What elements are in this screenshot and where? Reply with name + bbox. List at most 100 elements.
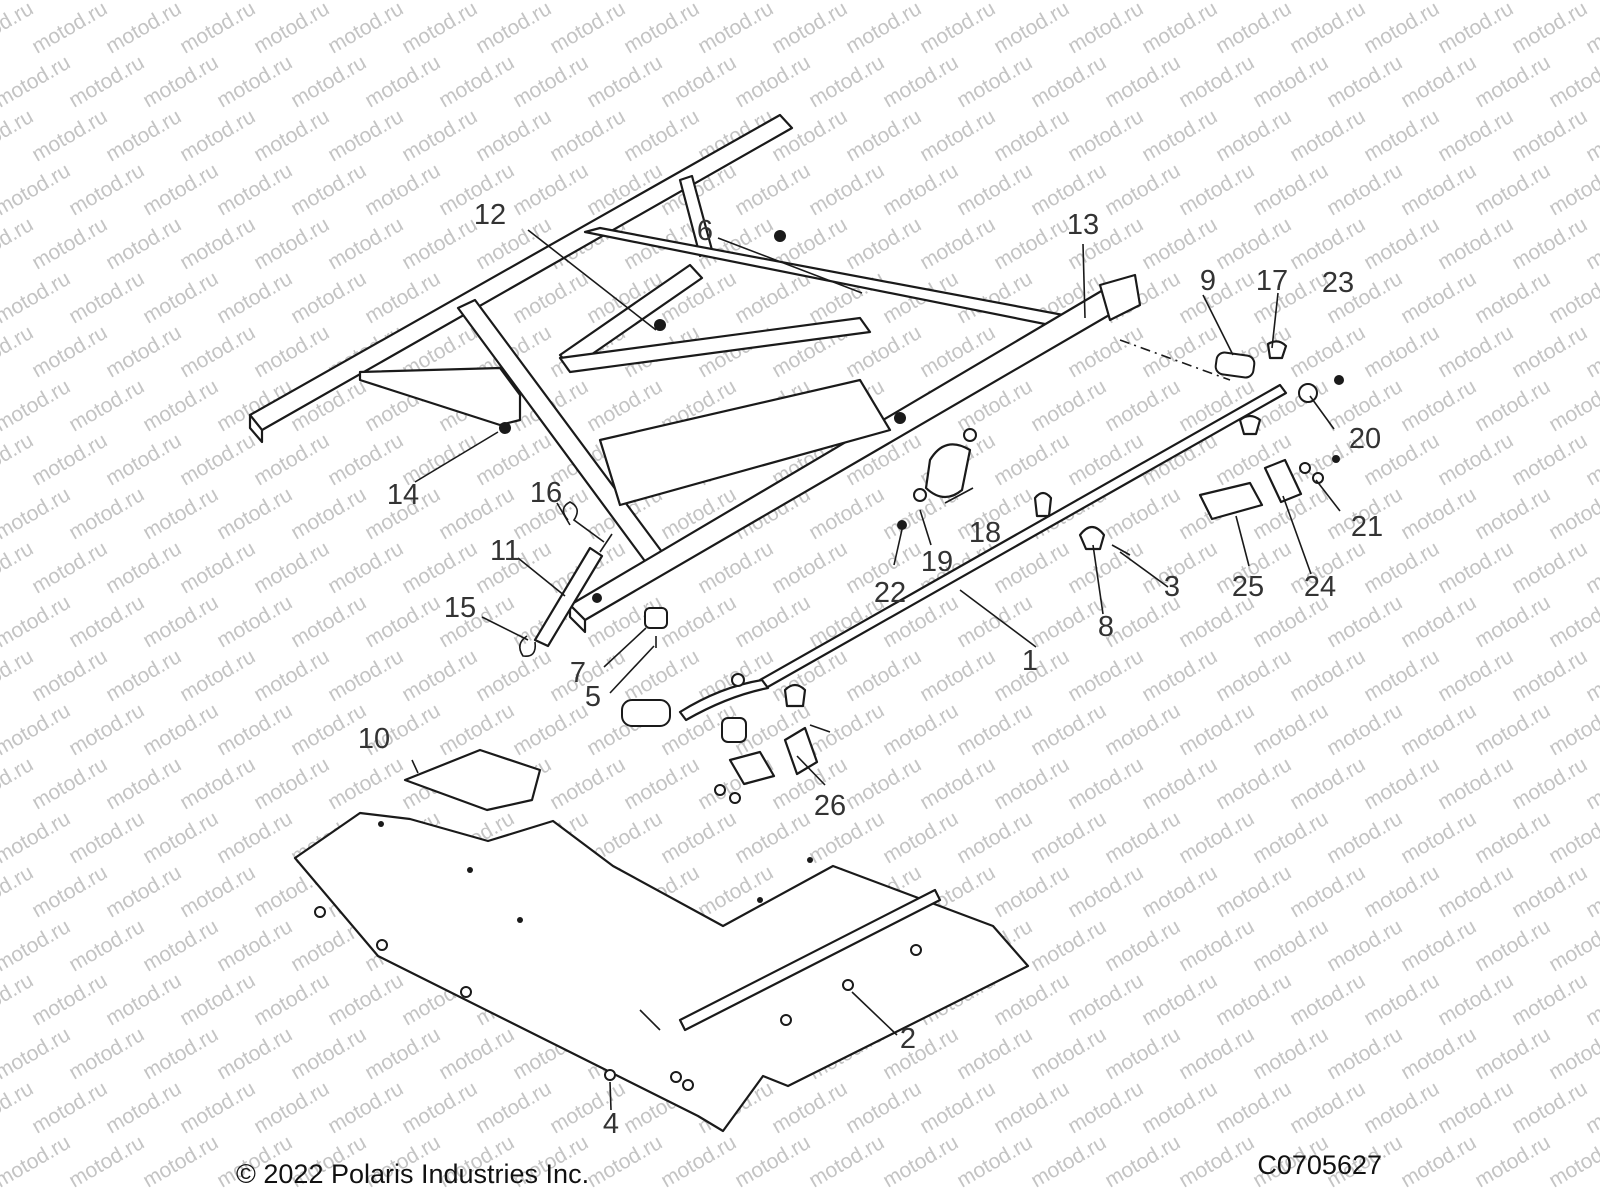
watermark-text: motod.ru — [398, 645, 481, 706]
watermark-text: motod.ru — [0, 1023, 74, 1084]
watermark-text: motod.ru — [990, 753, 1073, 814]
watermark-text: motod.ru — [953, 0, 1036, 4]
watermark-text: motod.ru — [0, 105, 37, 166]
watermark-text: motod.ru — [1175, 1131, 1258, 1192]
watermark-text: motod.ru — [65, 159, 148, 220]
watermark-text: motod.ru — [139, 1131, 222, 1192]
watermark-text: motod.ru — [805, 1131, 888, 1192]
watermark-text: motod.ru — [213, 807, 296, 868]
watermark-text: motod.ru — [287, 483, 370, 544]
watermark-text: motod.ru — [1212, 861, 1295, 922]
watermark-text: motod.ru — [731, 1131, 814, 1192]
watermark-text: motod.ru — [916, 1077, 999, 1138]
watermark-text: motod.ru — [953, 1131, 1036, 1192]
watermark-text: motod.ru — [176, 861, 259, 922]
watermark-text: motod.ru — [657, 0, 740, 4]
watermark-text: motod.ru — [1360, 753, 1443, 814]
right-hardware — [1119, 339, 1344, 521]
watermark-text: motod.ru — [990, 861, 1073, 922]
watermark-text: motod.ru — [620, 753, 703, 814]
watermark-text: motod.ru — [953, 51, 1036, 112]
watermark-text: motod.ru — [324, 537, 407, 598]
watermark-text: motod.ru — [472, 0, 555, 58]
watermark-text: motod.ru — [1508, 213, 1591, 274]
watermark-text: motod.ru — [879, 51, 962, 112]
watermark-text: motod.ru — [953, 807, 1036, 868]
watermark-text: motod.ru — [1397, 915, 1480, 976]
watermark-text: motod.ru — [1397, 0, 1480, 4]
watermark-text: motod.ru — [1027, 51, 1110, 112]
watermark-text: motod.ru — [65, 483, 148, 544]
watermark-text: motod.ru — [65, 1023, 148, 1084]
watermark-text: motod.ru — [546, 0, 629, 58]
watermark-text: motod.ru — [176, 645, 259, 706]
watermark-text: motod.ru — [1434, 213, 1517, 274]
watermark-text: motod.ru — [398, 0, 481, 58]
watermark-text: motod.ru — [768, 0, 851, 58]
watermark-text: motod.ru — [213, 1023, 296, 1084]
watermark-text: motod.ru — [1434, 429, 1517, 490]
watermark-text: motod.ru — [250, 645, 333, 706]
watermark-text: motod.ru — [361, 591, 444, 652]
bumper-and-screw — [644, 607, 668, 648]
watermark-text: motod.ru — [0, 699, 74, 760]
watermark-text: motod.ru — [1323, 159, 1406, 220]
watermark-text: motod.ru — [250, 321, 333, 382]
watermark-text: motod.ru — [0, 321, 37, 382]
watermark-text: motod.ru — [1101, 1023, 1184, 1084]
watermark-text: motod.ru — [1471, 1131, 1554, 1192]
watermark-text: motod.ru — [1286, 753, 1369, 814]
watermark-text: motod.ru — [1471, 915, 1554, 976]
watermark-text: motod.ru — [1397, 375, 1480, 436]
watermark-text: motod.ru — [361, 1023, 444, 1084]
watermark-text: motod.ru — [1175, 915, 1258, 976]
watermark-text: motod.ru — [916, 213, 999, 274]
watermark-text: motod.ru — [1545, 915, 1600, 976]
watermark-text: motod.ru — [139, 807, 222, 868]
watermark-text: motod.ru — [879, 0, 962, 4]
watermark-text: motod.ru — [287, 591, 370, 652]
watermark-text: motod.ru — [1323, 807, 1406, 868]
watermark-text: motod.ru — [1360, 645, 1443, 706]
watermark-text: motod.ru — [1064, 753, 1147, 814]
watermark-text: motod.ru — [1064, 105, 1147, 166]
watermark-text: motod.ru — [0, 267, 74, 328]
watermark-text: motod.ru — [250, 969, 333, 1030]
watermark-text: motod.ru — [324, 0, 407, 58]
watermark-text: motod.ru — [1064, 645, 1147, 706]
watermark-text: motod.ru — [990, 105, 1073, 166]
watermark-text: motod.ru — [213, 159, 296, 220]
watermark-text: motod.ru — [620, 645, 703, 706]
watermark-text: motod.ru — [213, 0, 296, 4]
watermark-text: motod.ru — [1138, 645, 1221, 706]
watermark-text: motod.ru — [1286, 861, 1369, 922]
watermark-text: motod.ru — [1138, 969, 1221, 1030]
watermark-text: motod.ru — [435, 0, 518, 4]
watermark-text: motod.ru — [361, 159, 444, 220]
watermark-text: motod.ru — [139, 483, 222, 544]
callout-22: 22 — [874, 577, 906, 609]
watermark-text: motod.ru — [1249, 915, 1332, 976]
watermark-text: motod.ru — [0, 753, 37, 814]
watermark-text: motod.ru — [879, 1131, 962, 1192]
watermark-text: motod.ru — [102, 645, 185, 706]
watermark-text: motod.ru — [879, 807, 962, 868]
watermark-text: motod.ru — [1471, 375, 1554, 436]
watermark-text: motod.ru — [139, 267, 222, 328]
watermark-text: motod.ru — [1175, 267, 1258, 328]
watermark-text: motod.ru — [509, 159, 592, 220]
watermark-text: motod.ru — [953, 159, 1036, 220]
watermark-text: motod.ru — [1360, 969, 1443, 1030]
watermark-text: motod.ru — [546, 753, 629, 814]
watermark-text: motod.ru — [842, 213, 925, 274]
watermark-text: motod.ru — [1138, 0, 1221, 58]
watermark-text: motod.ru — [139, 1023, 222, 1084]
watermark-text: motod.ru — [1064, 1077, 1147, 1138]
watermark-text: motod.ru — [1138, 753, 1221, 814]
watermark-text: motod.ru — [0, 375, 74, 436]
front-hardware — [714, 673, 831, 804]
watermark-text: motod.ru — [1397, 267, 1480, 328]
watermark-text: motod.ru — [324, 753, 407, 814]
watermark-text: motod.ru — [953, 1023, 1036, 1084]
callout-8: 8 — [1098, 611, 1114, 643]
